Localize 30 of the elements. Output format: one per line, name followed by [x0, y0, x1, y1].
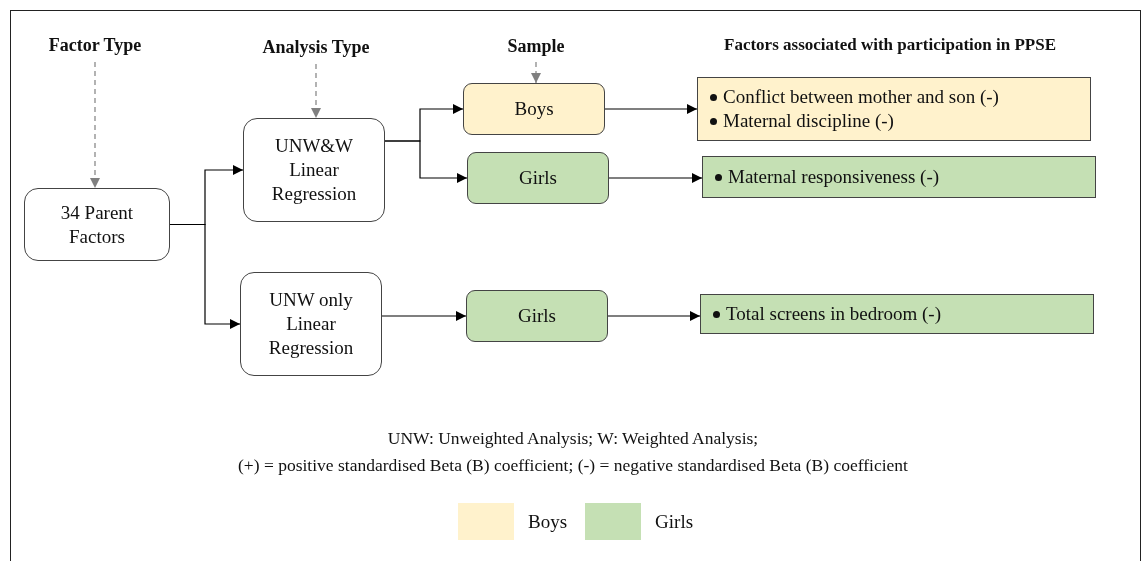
arrow — [608, 173, 703, 183]
arrow — [384, 140, 468, 183]
arrow — [531, 61, 541, 84]
legend-label: Boys — [528, 510, 568, 533]
column-heading: Analysis Type — [236, 34, 396, 60]
column-heading: Sample — [486, 34, 586, 58]
note-text: UNW: Unweighted Analysis; W: Weighted Analysis; — [386, 428, 760, 449]
arrow — [604, 104, 698, 114]
note-text: (+) = positive standardised Beta (B) coefficient; (-) = negative standardised Beta (B) coefficient — [237, 455, 909, 476]
arrow — [311, 63, 321, 119]
result-box — [702, 156, 1096, 198]
result-text: Total screens in bedroom (-) — [726, 303, 941, 325]
sample-box: Boys — [463, 83, 605, 135]
sample-box: Girls — [467, 152, 609, 204]
process-box: UNW&W Linear Regression — [243, 118, 385, 222]
process-box: 34 Parent Factors — [24, 188, 170, 261]
result-text: Maternal discipline (-) — [723, 110, 894, 132]
arrow — [381, 311, 467, 321]
result-box — [700, 294, 1094, 334]
arrow — [607, 311, 701, 321]
result-text: Conflict between mother and son (-) — [723, 86, 999, 108]
result-box — [697, 77, 1091, 141]
column-heading: Factors associated with participation in PPSE — [723, 35, 1057, 55]
arrow — [169, 223, 241, 329]
result-text: Maternal responsiveness (-) — [728, 166, 940, 188]
arrow — [90, 61, 100, 189]
column-heading: Factor Type — [20, 32, 170, 58]
process-box: UNW only Linear Regression — [240, 272, 382, 376]
legend-label: Girls — [655, 510, 694, 533]
sample-box: Girls — [466, 290, 608, 342]
